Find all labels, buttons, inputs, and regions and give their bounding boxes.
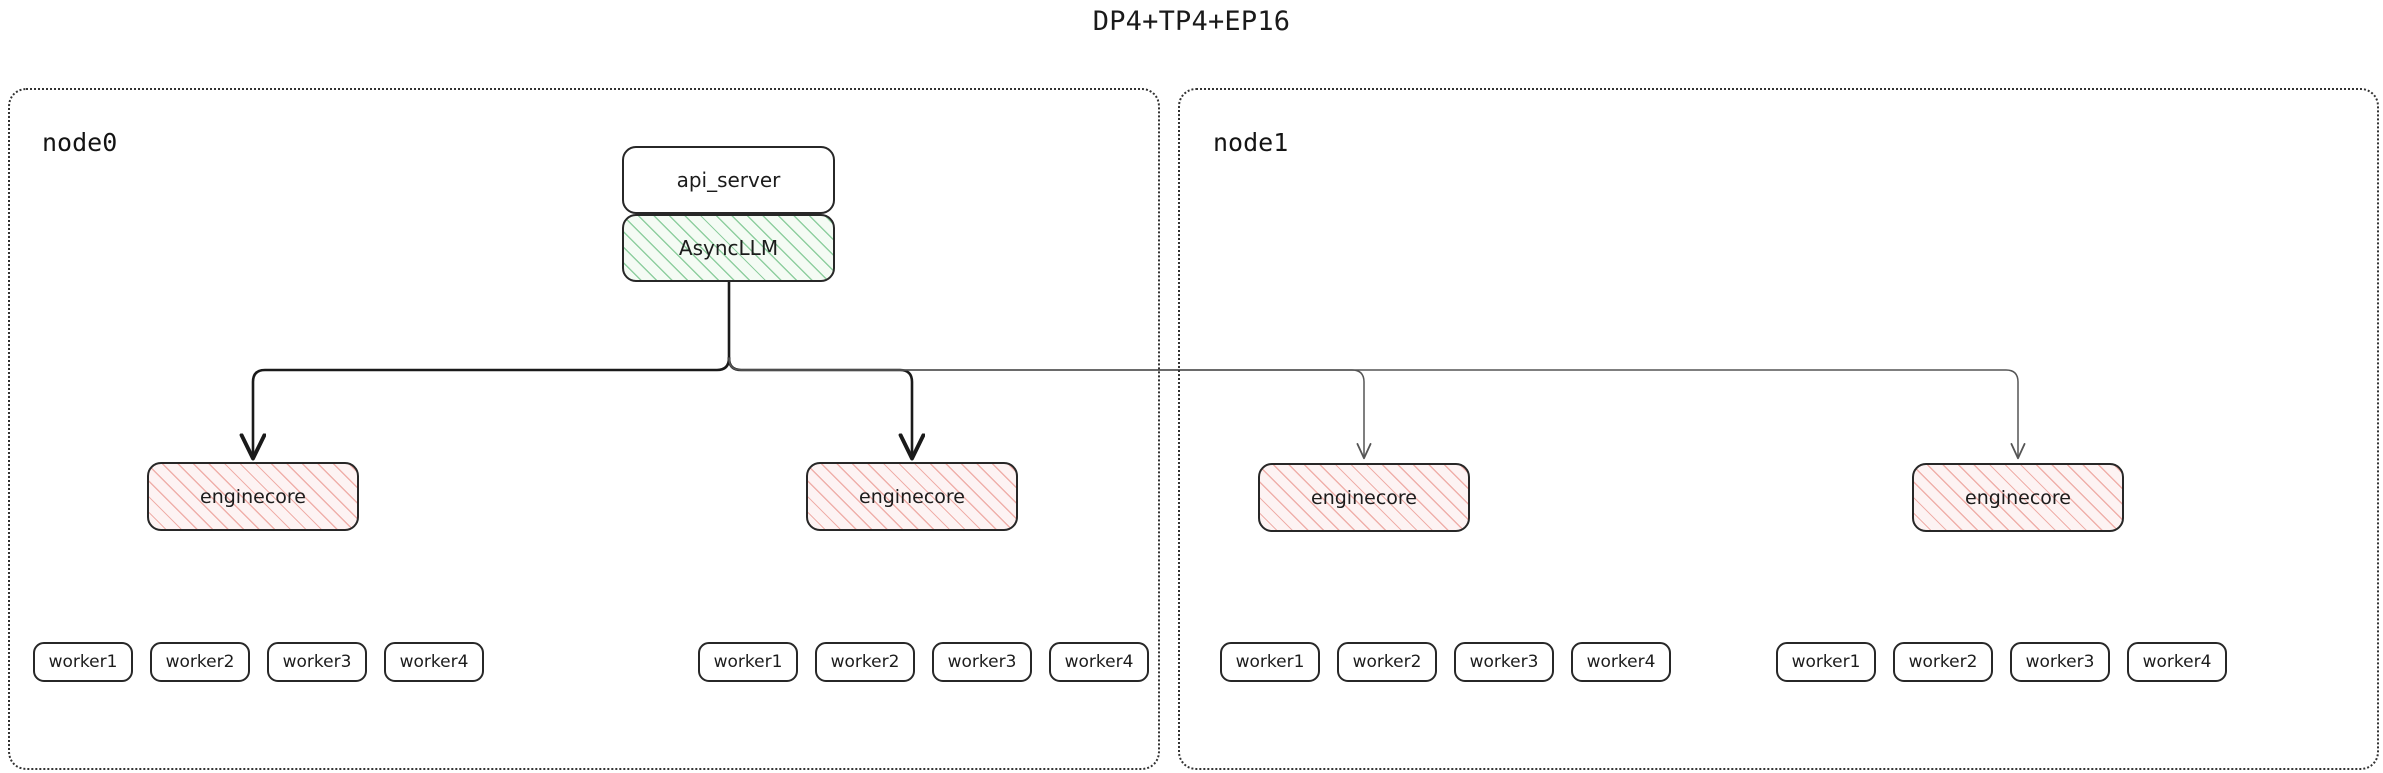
worker-box[interactable]: worker3	[267, 642, 367, 682]
worker-box[interactable]: worker4	[1049, 642, 1149, 682]
worker-box[interactable]: worker3	[1454, 642, 1554, 682]
enginecore-0-label: enginecore	[200, 485, 306, 508]
worker-box[interactable]: worker3	[2010, 642, 2110, 682]
enginecore-2-box[interactable]: enginecore	[1258, 463, 1470, 532]
enginecore-3-box[interactable]: enginecore	[1912, 463, 2124, 532]
worker-label: worker3	[2025, 652, 2095, 672]
diagram-title: DP4+TP4+EP16	[1092, 6, 1291, 37]
worker-label: worker3	[1469, 652, 1539, 672]
api-server-box[interactable]: api_server	[622, 146, 835, 214]
node-label-node1: node1	[1213, 128, 1289, 157]
worker-label: worker4	[1586, 652, 1656, 672]
worker-label: worker1	[48, 652, 118, 672]
worker-box[interactable]: worker2	[815, 642, 915, 682]
api-server-label: api_server	[676, 168, 781, 192]
node-label-node0: node0	[42, 128, 118, 157]
worker-label: worker4	[399, 652, 469, 672]
worker-box[interactable]: worker3	[932, 642, 1032, 682]
node-group-node1	[1178, 88, 2379, 770]
enginecore-2-label: enginecore	[1311, 486, 1417, 509]
worker-label: worker1	[713, 652, 783, 672]
worker-box[interactable]: worker2	[1337, 642, 1437, 682]
worker-label: worker1	[1235, 652, 1305, 672]
enginecore-0-box[interactable]: enginecore	[147, 462, 359, 531]
worker-box[interactable]: worker4	[2127, 642, 2227, 682]
worker-label: worker3	[282, 652, 352, 672]
async-llm-label: AsyncLLM	[678, 236, 779, 260]
worker-label: worker4	[1064, 652, 1134, 672]
worker-box[interactable]: worker4	[1571, 642, 1671, 682]
worker-box[interactable]: worker1	[33, 642, 133, 682]
worker-label: worker1	[1791, 652, 1861, 672]
enginecore-1-box[interactable]: enginecore	[806, 462, 1018, 531]
worker-label: worker2	[1352, 652, 1422, 672]
worker-label: worker3	[947, 652, 1017, 672]
worker-label: worker2	[830, 652, 900, 672]
worker-box[interactable]: worker1	[1776, 642, 1876, 682]
worker-box[interactable]: worker1	[1220, 642, 1320, 682]
enginecore-1-label: enginecore	[859, 485, 965, 508]
worker-box[interactable]: worker2	[1893, 642, 1993, 682]
async-llm-box[interactable]: AsyncLLM	[622, 214, 835, 282]
node-group-node0	[8, 88, 1160, 770]
enginecore-3-label: enginecore	[1965, 486, 2071, 509]
worker-box[interactable]: worker2	[150, 642, 250, 682]
worker-box[interactable]: worker1	[698, 642, 798, 682]
worker-label: worker2	[165, 652, 235, 672]
worker-label: worker4	[2142, 652, 2212, 672]
worker-label: worker2	[1908, 652, 1978, 672]
worker-box[interactable]: worker4	[384, 642, 484, 682]
